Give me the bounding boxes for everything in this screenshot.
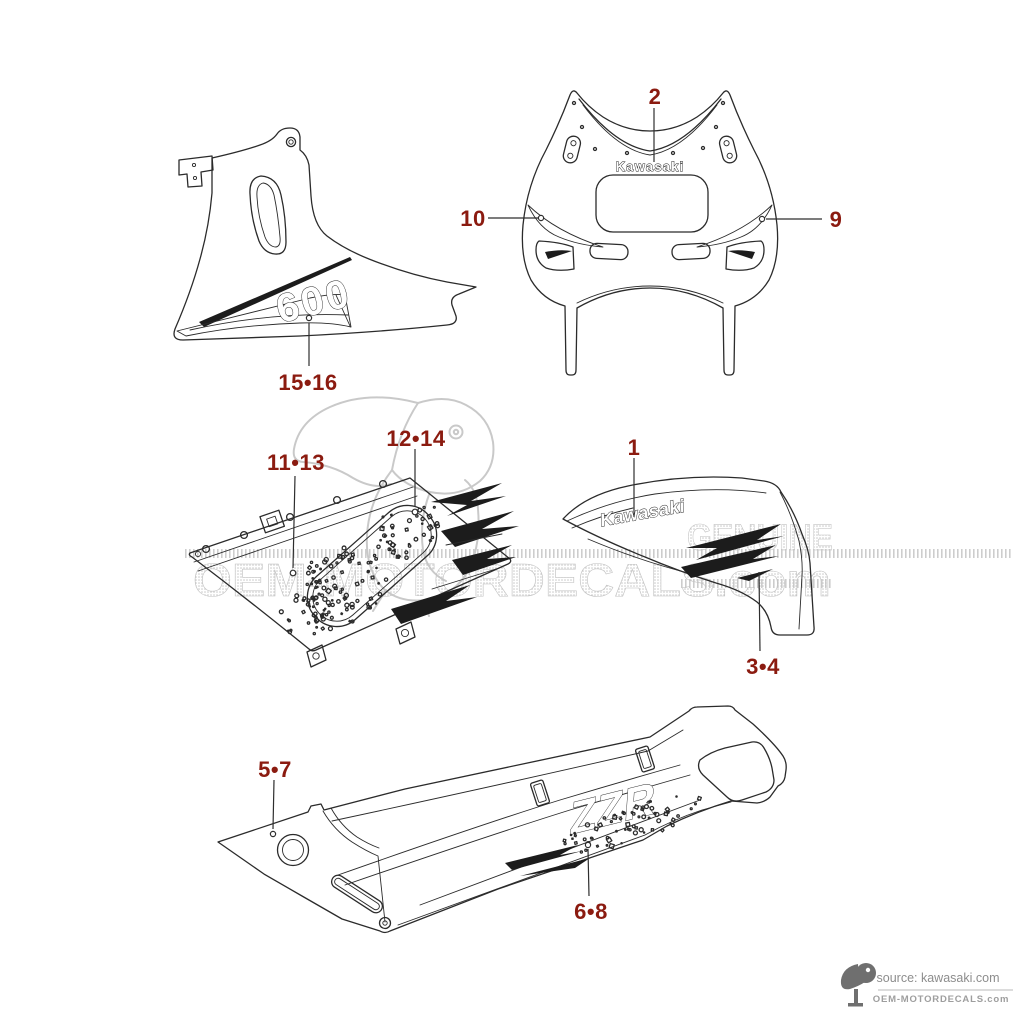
callout-11-13: 11•13 [267,450,325,475]
callout-leader-lines [269,108,822,897]
footer-credit: source: kawasaki.com OEM-MOTORDECALS.com [840,963,1013,1007]
part-upper-cowling: Kawasaki [521,90,779,376]
callout-10: 10 [460,206,485,231]
callout-15-16: 15•16 [278,370,337,395]
part-lower-fairing-panel [188,477,519,668]
callout-12-14: 12•14 [386,426,445,451]
footer-site-text: OEM-MOTORDECALS.com [873,994,1009,1005]
callout-1: 1 [628,435,641,460]
part-tail-cowling: Kawasaki [562,476,815,636]
callout-5-7: 5•7 [258,757,292,782]
gravel-splatter-texture [278,505,441,636]
callout-2: 2 [649,84,662,109]
footer-bird-logo [840,963,876,1007]
decal-kawasaki-cowl: Kawasaki [616,159,685,174]
footer-source-text: source: kawasaki.com [877,971,1000,985]
callout-9: 9 [830,207,843,232]
callout-6-8: 6•8 [574,899,608,924]
callout-labels: 2 10 9 15•16 11•13 12•14 1 3•4 5•7 6•8 [258,84,842,924]
callout-3-4: 3•4 [746,654,780,679]
watermark-band [185,549,1013,588]
windscreen-screw-dots [571,100,726,156]
